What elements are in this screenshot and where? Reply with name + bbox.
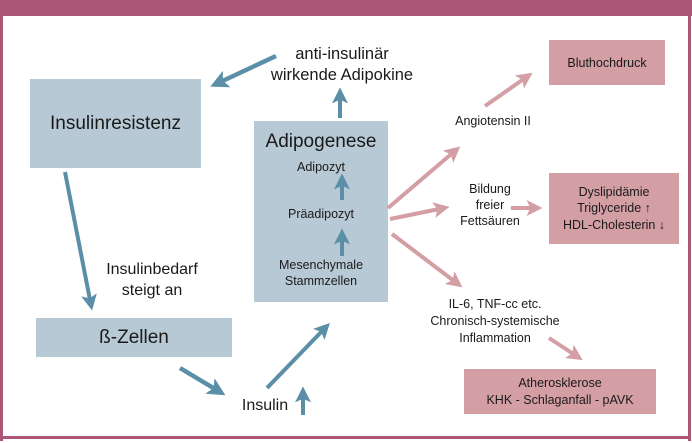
bluthochdruck-label: Bluthochdruck [567, 55, 647, 70]
arrow-adipokine-to-insulinresistenz [210, 53, 277, 88]
arrow-inflammation-to-atherosklerose [547, 336, 583, 361]
arrow-insulin-to-adipogenese [265, 322, 330, 390]
dyslipidaemie-label-line3: HDL-Cholesterin ↓ [562, 217, 666, 232]
inflammation-label-line1: IL-6, TNF-cc etc. [448, 297, 542, 311]
arrow-praeadipozyt-to-fettsaeuren [389, 202, 450, 221]
arrow-angiotensin-to-bluthochdruck [483, 72, 533, 108]
fettsaeuren-label-line2: freier [475, 198, 505, 212]
arrow-insulinresistenz-to-beta-zellen [63, 171, 97, 311]
insulinbedarf-label-line2: steigt an [121, 282, 183, 299]
insulinresistenz-box: Insulinresistenz [30, 79, 201, 168]
insulinbedarf-label-line1: Insulinbedarf [106, 261, 198, 278]
insulin-label: Insulin [241, 397, 289, 414]
angiotensin-label: Angiotensin II [455, 114, 531, 128]
dyslipidaemie-label-line2: Triglyceride ↑ [577, 201, 651, 216]
dyslipidaemie-box: Dyslipidämie Triglyceride ↑ HDL-Choleste… [549, 173, 679, 244]
stammzellen-label-line1: Mesenchymale [278, 258, 364, 272]
atherosklerose-box: Atherosklerose KHK - Schlaganfall - pAVK [464, 369, 656, 414]
inflammation-label-line2: Chronisch-systemische [430, 314, 560, 328]
adipozyt-label: Adipozyt [297, 160, 345, 174]
arrow-praeadipozyt-to-inflammation [390, 232, 463, 288]
fettsaeuren-label-line1: Bildung [469, 182, 511, 196]
fettsaeuren-label-line3: Fettsäuren [460, 214, 520, 228]
frame-border-right [688, 16, 691, 441]
frame-border-left [0, 16, 3, 441]
beta-zellen-label: ß-Zellen [99, 326, 169, 348]
beta-zellen-box: ß-Zellen [36, 318, 232, 357]
praeadipozyt-label: Präadipozyt [287, 207, 354, 221]
inflammation-label-line3: Inflammation [459, 331, 531, 345]
bluthochdruck-box: Bluthochdruck [549, 40, 665, 85]
adipokine-label-line1: anti-insulinär [295, 45, 389, 63]
arrow-praeadipozyt-to-angiotensin [386, 146, 461, 210]
atherosklerose-label-line1: Atherosklerose [518, 376, 602, 391]
frame-border-bottom [0, 436, 691, 439]
stammzellen-label-line2: Stammzellen [284, 274, 358, 288]
adipogenese-title: Adipogenese [265, 131, 377, 152]
atherosklerose-label-line2: KHK - Schlaganfall - pAVK [486, 392, 634, 407]
dyslipidaemie-label-line1: Dyslipidämie [578, 185, 650, 200]
adipokine-label-line2: wirkende Adipokine [270, 66, 414, 84]
header-bar [0, 0, 692, 16]
arrow-beta-zellen-to-insulin [178, 366, 226, 396]
insulinresistenz-label: Insulinresistenz [50, 112, 181, 134]
adipogenese-box [254, 121, 388, 302]
